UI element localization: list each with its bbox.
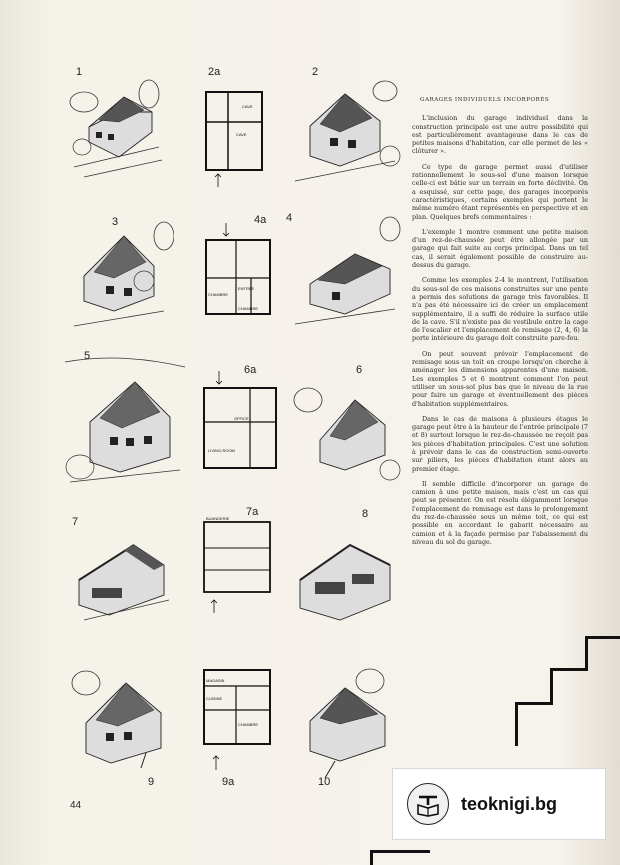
figure-7-perspective (64, 520, 174, 632)
figure-9-perspective (66, 668, 176, 780)
plan-label-chambre-9a: CHAMBRE (238, 722, 258, 727)
figure-label-9: 9 (148, 776, 155, 788)
figure-4a-plan: CHAMBRE ENTRÉE CHAMBRE (196, 218, 278, 328)
figure-4-perspective (290, 214, 402, 332)
figure-label-6a: 6a (244, 364, 257, 376)
edge-line-4 (550, 668, 553, 704)
figure-label-1: 1 (76, 66, 83, 78)
figure-2a-plan: CAVE CAVE (198, 82, 270, 192)
edge-line-3 (550, 668, 588, 671)
article-paragraph-3: L'exemple 1 montre comment une petite ma… (412, 227, 588, 270)
plan-label-living: LIVING-ROOM (208, 448, 235, 453)
plan-label-chambre-1: CHAMBRE (208, 292, 228, 297)
edge-line-1 (585, 636, 620, 639)
article-paragraph-7: Il semble difficile d'incorporer un gara… (412, 479, 588, 546)
plan-label-cave-2: CAVE (236, 132, 247, 137)
plan-label-cave-1: CAVE (242, 104, 253, 109)
figure-label-10: 10 (318, 776, 331, 788)
plan-label-chambre-2: CHAMBRE (238, 306, 258, 311)
watermark-brand: teoknigi.bg (461, 793, 557, 814)
article-paragraph-4: Comme les exemples 2-4 le montrent, l'ut… (412, 276, 588, 343)
article-column: GARAGES INDIVIDUELS INCORPORÉS L'inclusi… (412, 96, 588, 553)
book-t-logo-icon (407, 783, 449, 825)
edge-line-7 (370, 850, 373, 865)
figure-label-4a: 4a (254, 214, 267, 226)
figure-9a-plan: MAGASIN CUISINE CHAMBRE (196, 660, 278, 772)
article-paragraph-6: Dans le cas de maisons à plusieurs étage… (412, 414, 588, 473)
figure-label-2a: 2a (208, 66, 221, 78)
article-paragraph-5: On peut souvent prévoir l'emplacement de… (412, 349, 588, 408)
figure-6a-plan: OFFICE LIVING-ROOM (194, 366, 284, 476)
figure-3-perspective (64, 216, 174, 328)
edge-line-5 (515, 702, 553, 705)
plan-label-magasin: MAGASIN (206, 678, 225, 683)
figure-label-6: 6 (356, 364, 363, 376)
edge-line-2 (585, 636, 588, 670)
teoknigi-watermark[interactable]: teoknigi.bg (392, 768, 606, 840)
figure-label-7a: 7a (246, 506, 259, 518)
edge-line-8 (370, 850, 430, 853)
article-heading: GARAGES INDIVIDUELS INCORPORÉS (420, 97, 550, 103)
page-number: 44 (70, 800, 82, 811)
figure-1-perspective (64, 72, 164, 182)
figure-label-9a: 9a (222, 776, 235, 788)
figure-label-3: 3 (112, 216, 119, 228)
plan-label-buanderie: BUANDERIE (206, 516, 230, 521)
figure-label-2: 2 (312, 66, 319, 78)
figure-10-perspective (290, 666, 402, 782)
figure-label-4: 4 (286, 212, 293, 224)
figure-6-perspective (290, 370, 402, 488)
figure-8-perspective (290, 520, 402, 638)
figure-5-perspective (60, 352, 190, 490)
plan-label-office: OFFICE (234, 416, 249, 421)
plan-label-entree: ENTRÉE (238, 286, 255, 291)
figure-label-8: 8 (362, 508, 369, 520)
figure-2-perspective (290, 76, 402, 188)
article-paragraph-2: Ce type de garage permet aussi d'utilise… (412, 162, 588, 221)
plan-label-cuisine: CUISINE (206, 696, 223, 701)
figure-label-5: 5 (84, 350, 91, 362)
edge-line-6 (515, 702, 518, 746)
figure-7a-plan: BUANDERIE (196, 508, 278, 618)
article-paragraph-1: L'inclusion du garage individuel dans la… (412, 114, 588, 156)
figure-label-7: 7 (72, 516, 79, 528)
